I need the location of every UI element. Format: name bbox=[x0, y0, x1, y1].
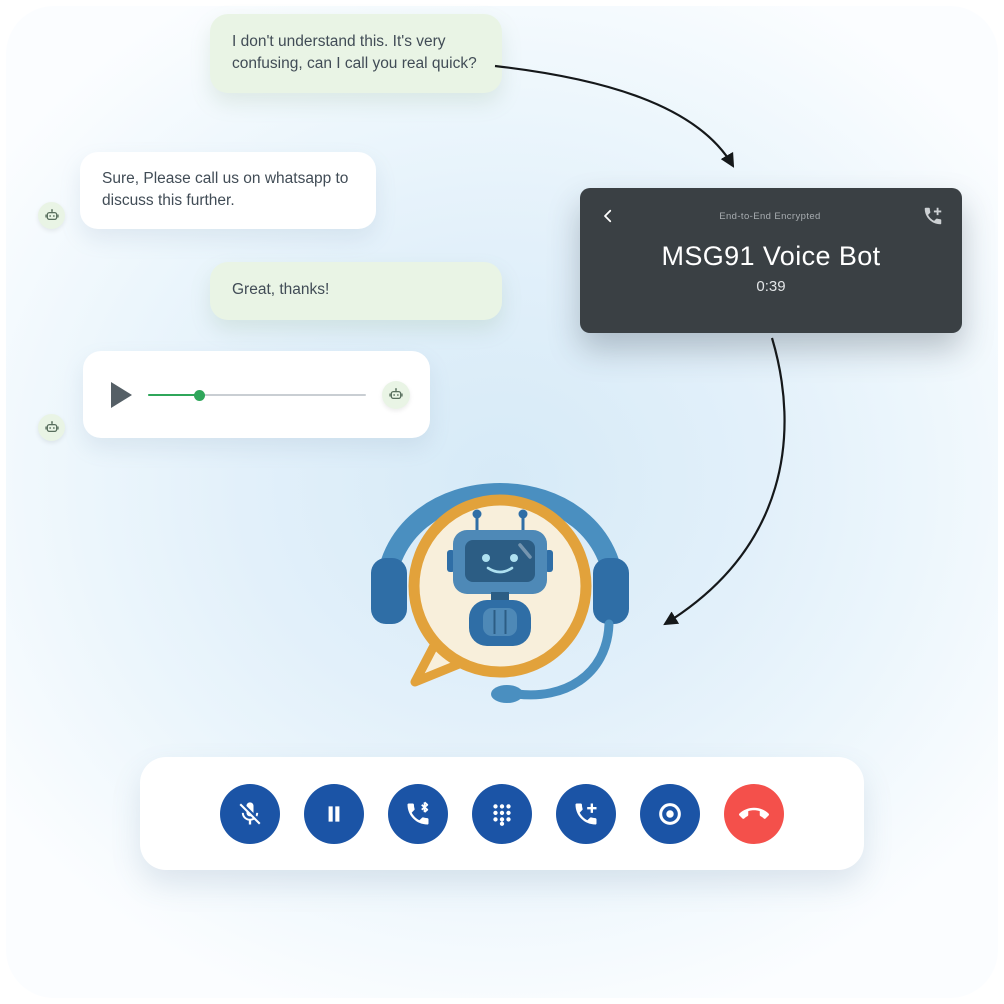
voicebot-illustration-art bbox=[371, 483, 629, 703]
call-timer: 0:39 bbox=[756, 278, 786, 295]
mute-button[interactable] bbox=[220, 783, 280, 844]
dialpad-icon bbox=[493, 803, 511, 826]
headset-band bbox=[375, 483, 625, 608]
voice-progress-fill bbox=[148, 389, 206, 401]
keypad-button[interactable] bbox=[472, 783, 532, 844]
voicebot-illustration bbox=[365, 458, 635, 708]
record-icon bbox=[659, 802, 681, 825]
customer-message-bubble-1: I don't understand this. It's very confu… bbox=[210, 14, 502, 93]
add-call-icon bbox=[575, 803, 597, 824]
headset-earcup-left bbox=[371, 558, 407, 624]
bot-avatar bbox=[382, 380, 410, 409]
hold-button[interactable] bbox=[304, 783, 364, 844]
call-end-icon bbox=[739, 807, 769, 819]
phone-bluetooth-icon bbox=[407, 801, 429, 824]
bot-avatar bbox=[38, 202, 65, 229]
bot-avatar bbox=[38, 414, 65, 441]
add-call-icon[interactable] bbox=[920, 203, 946, 229]
record-button[interactable] bbox=[640, 783, 700, 844]
agent-message-text: Sure, Please call us on whatsapp to disc… bbox=[102, 170, 349, 210]
headset-mic-tip bbox=[491, 685, 523, 703]
bot-avatar-icon bbox=[44, 208, 59, 220]
mic-off-icon bbox=[239, 801, 261, 824]
call-controls-bar bbox=[140, 757, 864, 870]
end-call-button[interactable] bbox=[724, 783, 784, 844]
bot-avatar-icon bbox=[44, 420, 59, 432]
encryption-label: End-to-End Encrypted bbox=[719, 210, 821, 222]
agent-message-bubble: Sure, Please call us on whatsapp to disc… bbox=[80, 152, 376, 229]
voice-message-bubble bbox=[83, 351, 430, 438]
voice-call-card: End-to-End Encrypted MSG91 Voice Bot 0:3… bbox=[580, 188, 962, 333]
add-call-button[interactable] bbox=[556, 783, 616, 844]
bot-avatar-icon bbox=[389, 387, 403, 399]
robot bbox=[447, 509, 553, 646]
call-card-header: End-to-End Encrypted bbox=[580, 203, 962, 229]
bluetooth-audio-button[interactable] bbox=[388, 783, 448, 844]
back-chevron-icon[interactable] bbox=[596, 204, 620, 228]
customer-message-text-2: Great, thanks! bbox=[232, 281, 330, 298]
headset-earcup-right bbox=[593, 558, 629, 624]
voice-progress-knob[interactable] bbox=[194, 389, 206, 401]
pause-icon bbox=[328, 805, 340, 822]
headset-mic-boom bbox=[512, 619, 614, 700]
play-icon[interactable] bbox=[111, 381, 132, 408]
call-title: MSG91 Voice Bot bbox=[661, 241, 881, 271]
voice-progress-slider[interactable] bbox=[148, 389, 366, 401]
customer-message-bubble-2: Great, thanks! bbox=[210, 262, 502, 320]
customer-message-text-1: I don't understand this. It's very confu… bbox=[232, 33, 477, 73]
